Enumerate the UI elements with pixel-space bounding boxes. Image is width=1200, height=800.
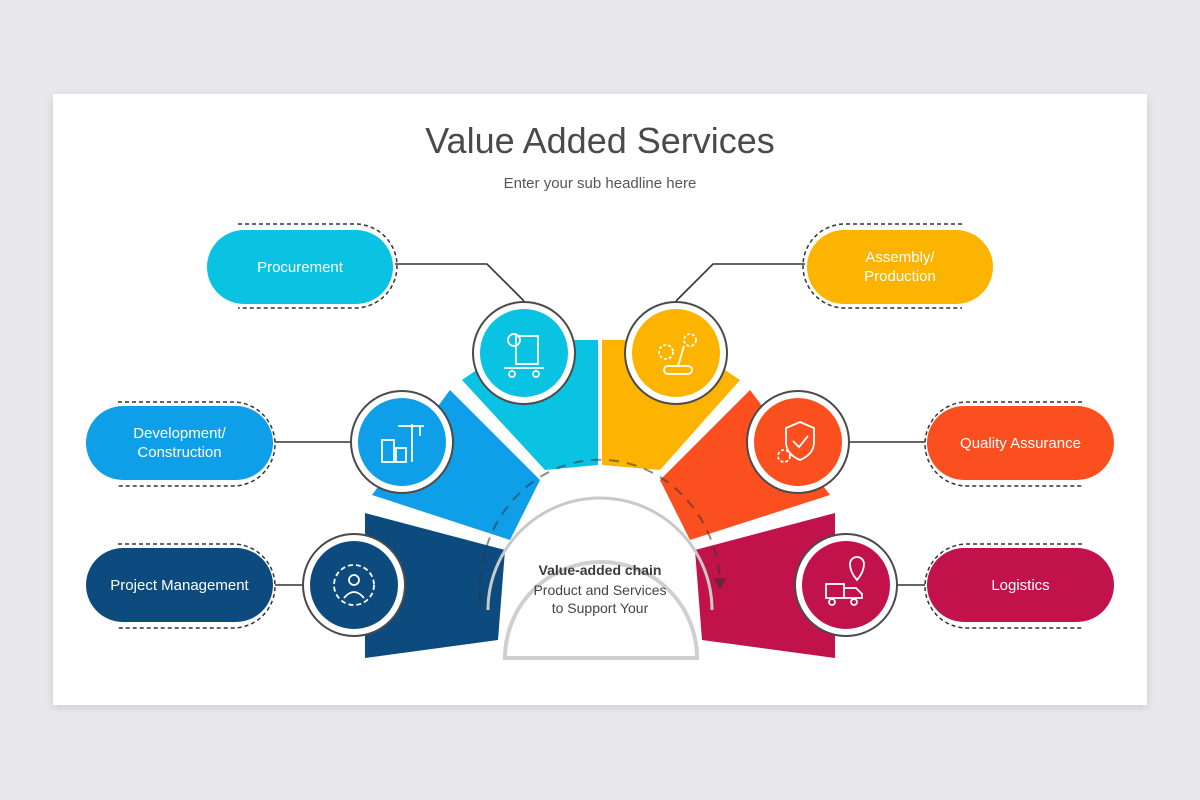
shopping-cart-invoice-icon <box>504 333 544 378</box>
segment-quality <box>660 390 830 540</box>
progress-dashed-arc <box>478 458 721 601</box>
connector-procurement <box>395 263 525 302</box>
center-outer-arc <box>486 496 714 611</box>
icon-circle-logistics <box>794 533 898 637</box>
pill-dashed-outlines <box>118 223 1082 629</box>
connector-lines <box>275 263 925 586</box>
delivery-truck-pin-icon <box>825 556 865 606</box>
center-title: Value-added chain <box>538 562 662 578</box>
page-subtitle: Enter your sub headline here <box>503 175 697 192</box>
pill-procurement[interactable]: Procurement <box>207 230 393 304</box>
center-description-line2: to Support Your <box>551 600 649 616</box>
segment-logistics <box>695 513 835 658</box>
icon-circle-procurement <box>472 301 576 405</box>
pill-logistics[interactable]: Logistics <box>927 548 1114 622</box>
pill-project-management[interactable]: Project Management <box>86 548 273 622</box>
icon-circle-assembly <box>624 301 728 405</box>
segment-project-management <box>365 513 505 658</box>
assembly-robot-icon <box>658 333 697 375</box>
center-description-line1: Product and Services <box>533 582 667 598</box>
icon-circle-project-management <box>302 533 406 637</box>
icon-circle-development <box>350 390 454 494</box>
gear-person-icon <box>333 564 375 606</box>
crane-building-icon <box>381 424 424 463</box>
icon-circle-quality <box>746 390 850 494</box>
pill-development-construction[interactable]: Development/ Construction <box>86 406 273 480</box>
pill-quality-assurance[interactable]: Quality Assurance <box>927 406 1114 480</box>
pill-assembly-production[interactable]: Assembly/ Production <box>807 230 993 304</box>
page-title: Value Added Services <box>425 120 775 161</box>
segment-development <box>372 390 540 540</box>
connector-assembly <box>675 263 805 302</box>
center-circle <box>502 560 700 660</box>
shield-check-gear-icon <box>777 421 815 463</box>
arrow-head-icon <box>714 578 726 590</box>
